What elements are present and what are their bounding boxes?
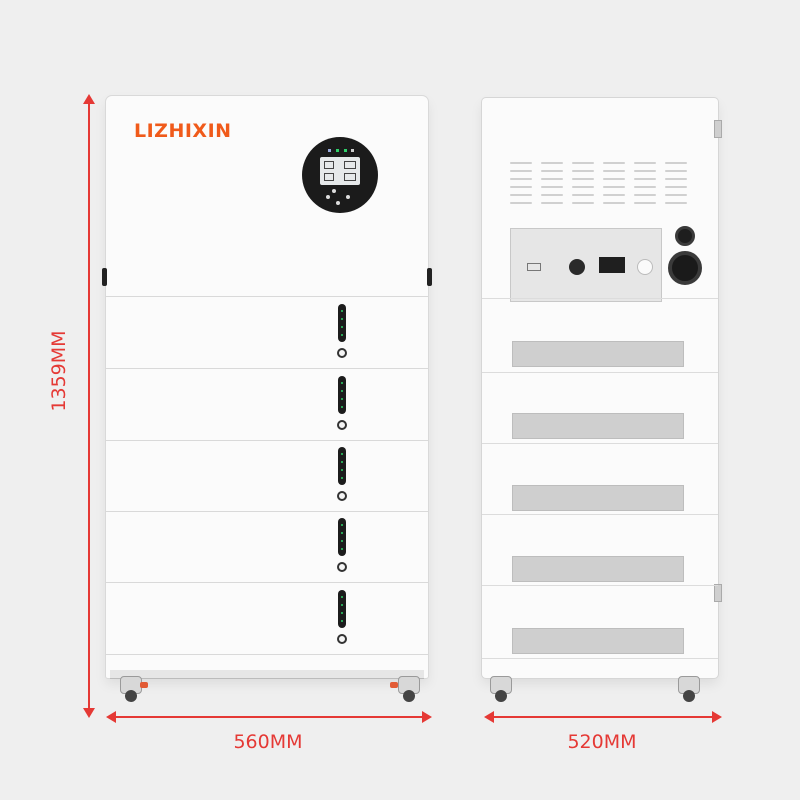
front-left-caster-wheel: [118, 676, 158, 706]
back-width-arrow-left: [484, 711, 494, 723]
cable-gland-large-icon[interactable]: [668, 251, 702, 285]
rear-right-caster-wheel: [676, 676, 706, 706]
back-width-arrow-right: [712, 711, 722, 723]
dc-terminal-block-icon[interactable]: [599, 257, 625, 273]
inverter-control-panel: [302, 137, 378, 213]
brand-logo: LIZHIXIN: [134, 120, 232, 142]
front-module-divider: [106, 368, 428, 369]
rear-side-latch: [714, 120, 722, 138]
module-led-strip: [338, 590, 346, 628]
status-indicator-row: [328, 149, 354, 153]
comm-port-icon: [527, 263, 541, 271]
front-width-dimension-line: [108, 716, 428, 718]
breaker-switch-icon[interactable]: [569, 259, 585, 275]
front-left-handle: [102, 268, 107, 286]
front-module-divider: [106, 511, 428, 512]
module-power-button[interactable]: [337, 634, 347, 644]
front-module-divider: [106, 654, 428, 655]
front-width-label: 560MM: [233, 731, 303, 753]
front-right-caster-wheel: [384, 676, 424, 706]
module-led-strip: [338, 376, 346, 414]
rear-module-divider: [482, 658, 718, 659]
rear-module-divider: [482, 585, 718, 586]
rear-left-caster-wheel: [488, 676, 518, 706]
rear-module-divider: [482, 514, 718, 515]
rear-module-handle-slot: [512, 413, 684, 439]
height-arrow-top: [83, 94, 95, 104]
height-arrow-bottom: [83, 708, 95, 718]
front-module-divider: [106, 296, 428, 297]
module-led-strip: [338, 447, 346, 485]
cable-gland-small-icon[interactable]: [675, 226, 695, 246]
module-led-strip: [338, 518, 346, 556]
rear-module-divider: [482, 372, 718, 373]
rear-module-handle-slot: [512, 341, 684, 367]
rear-module-handle-slot: [512, 485, 684, 511]
status-light-icon: [637, 259, 653, 275]
module-power-button[interactable]: [337, 348, 347, 358]
front-module-divider: [106, 582, 428, 583]
rear-module-handle-slot: [512, 628, 684, 654]
module-power-button[interactable]: [337, 491, 347, 501]
front-width-arrow-left: [106, 711, 116, 723]
rear-vent-grille: [510, 160, 690, 208]
front-module-divider: [106, 440, 428, 441]
control-button-right-icon[interactable]: [346, 195, 350, 199]
front-right-handle: [427, 268, 432, 286]
lcd-screen: [320, 157, 360, 185]
control-button-left-icon[interactable]: [326, 195, 330, 199]
front-battery-cabinet: [106, 96, 428, 678]
control-button-up-icon[interactable]: [332, 189, 336, 193]
back-width-dimension-line: [486, 716, 718, 718]
height-label: 1359MM: [48, 330, 70, 412]
back-width-label: 520MM: [567, 731, 637, 753]
height-dimension-line: [88, 96, 90, 714]
module-led-strip: [338, 304, 346, 342]
module-power-button[interactable]: [337, 562, 347, 572]
rear-module-handle-slot: [512, 556, 684, 582]
control-button-down-icon[interactable]: [336, 201, 340, 205]
module-power-button[interactable]: [337, 420, 347, 430]
rear-module-divider: [482, 443, 718, 444]
front-base-plinth: [110, 670, 424, 679]
front-width-arrow-right: [422, 711, 432, 723]
rear-module-divider: [482, 298, 718, 299]
rear-side-latch: [714, 584, 722, 602]
rear-io-panel: [510, 228, 662, 302]
